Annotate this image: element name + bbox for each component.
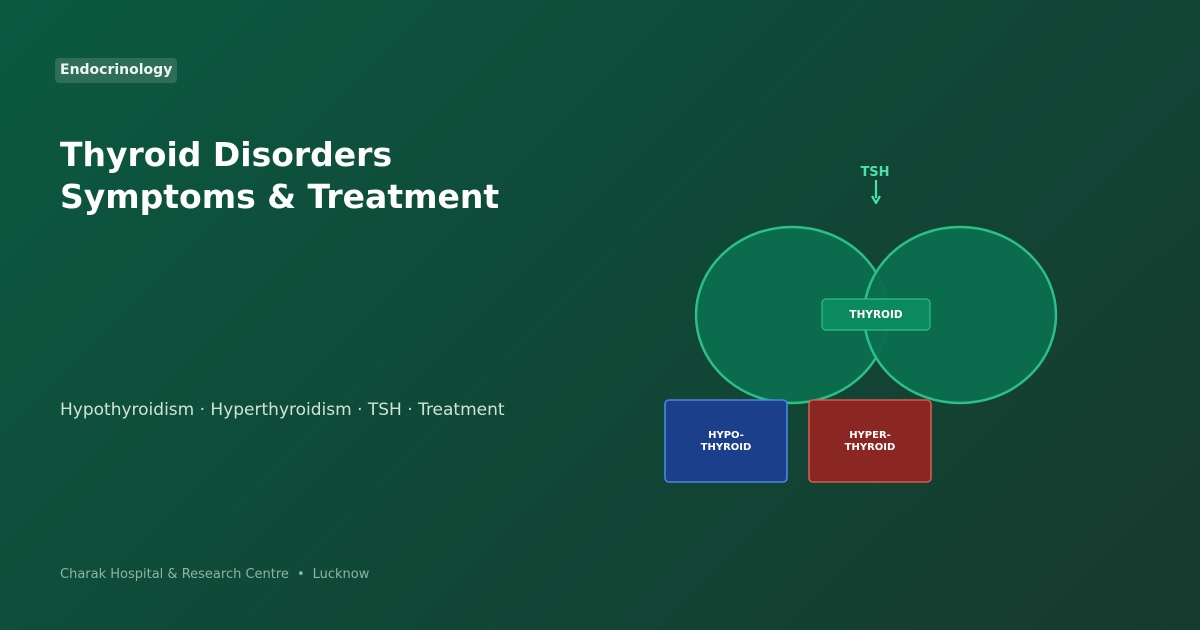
hyperthyroid-label-line-1: HYPER- bbox=[849, 430, 891, 441]
thyroid-diagram: TSH THYROID HYPO- THYROID HYPER- THYROID bbox=[664, 165, 1058, 483]
title-line-1: Thyroid Disorders bbox=[60, 135, 393, 174]
tsh-arrow-icon bbox=[871, 180, 881, 205]
category-badge: Endocrinology bbox=[55, 58, 178, 83]
thyroid-label: THYROID bbox=[849, 309, 902, 321]
footer-separator: • bbox=[296, 567, 305, 582]
hyperthyroid-box bbox=[808, 399, 932, 483]
hypothyroid-label-line-2: THYROID bbox=[701, 442, 752, 453]
hyperthyroid-label-line-2: THYROID bbox=[845, 442, 896, 453]
hypothyroid-label-line-1: HYPO- bbox=[708, 430, 744, 441]
title-line-2: Symptoms & Treatment bbox=[60, 177, 500, 216]
footer-city: Lucknow bbox=[312, 567, 370, 582]
footer: Charak Hospital & Research Centre • Luckno… bbox=[60, 567, 369, 582]
tsh-label: TSH bbox=[860, 165, 889, 180]
footer-organization: Charak Hospital & Research Centre bbox=[60, 567, 289, 582]
topics-subtitle: Hypothyroidism · Hyperthyroidism · TSH ·… bbox=[60, 400, 505, 420]
thyroid-label-box bbox=[821, 298, 931, 331]
page-title: Thyroid Disorders Symptoms & Treatment bbox=[60, 134, 499, 218]
hypothyroid-box bbox=[664, 399, 788, 483]
